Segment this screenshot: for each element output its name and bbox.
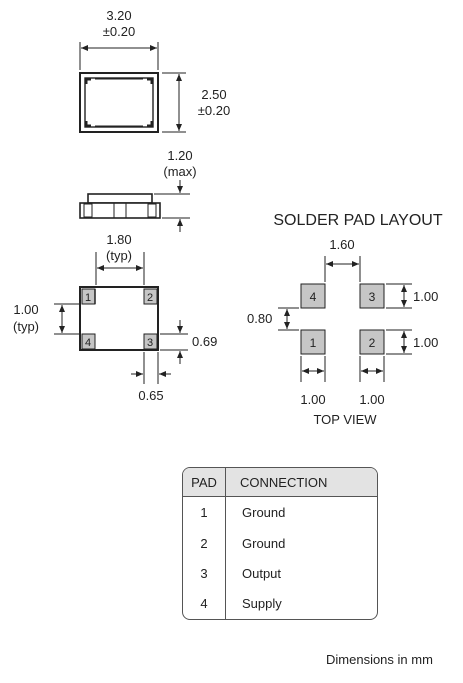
solder-gap-y-label: 0.80 <box>247 311 272 326</box>
pin-pitch-x-dimension: 1.80 (typ) <box>95 232 145 285</box>
table-cell-connection: Ground <box>242 504 286 520</box>
package-width-label: 2.50 <box>201 87 226 102</box>
solder-pad-label-2: 2 <box>369 336 376 350</box>
solder-pad-label-3: 3 <box>369 290 376 304</box>
table-cell-pad: 1 <box>183 496 226 528</box>
table-cell-connection: Output <box>242 565 282 581</box>
pin-pitch-y-label: 1.00 <box>13 302 38 317</box>
solder-pad-width-right-dimension: 1.00 <box>359 356 385 407</box>
table-cell-pad: 2 <box>183 527 226 559</box>
package-side-view <box>79 193 161 219</box>
package-height-dimension: 1.20 (max) <box>154 148 197 232</box>
package-length-tolerance: ±0.20 <box>103 24 135 39</box>
package-length-label: 3.20 <box>106 8 131 23</box>
pin-width-dimension: 0.65 <box>131 352 171 403</box>
table-cell-connection: Supply <box>242 596 282 612</box>
pin-pitch-y-note: (typ) <box>13 319 39 334</box>
top-view-label: TOP VIEW <box>313 412 377 427</box>
solder-pad-label-1: 1 <box>310 336 317 350</box>
pin-height-dimension: 0.69 <box>160 320 217 364</box>
package-length-dimension: 3.20 ±0.20 <box>79 8 159 70</box>
solder-pad-width-left-label: 1.00 <box>300 392 325 407</box>
package-width-tolerance: ±0.20 <box>198 103 230 118</box>
table-header-connection: CONNECTION <box>225 468 377 497</box>
table-row: 4 Supply <box>183 588 377 619</box>
package-height-label: 1.20 <box>167 148 192 163</box>
solder-pads: 4 3 1 2 <box>300 283 385 355</box>
pin-pitch-y-dimension: 1.00 (typ) <box>13 302 80 335</box>
package-height-note: (max) <box>163 164 196 179</box>
solder-pad-width-left-dimension: 1.00 <box>300 356 326 407</box>
solder-pad-width-right-label: 1.00 <box>359 392 384 407</box>
pin-label-3: 3 <box>147 337 153 349</box>
pin-label-2: 2 <box>147 292 153 304</box>
package-width-dimension: 2.50 ±0.20 <box>162 72 230 133</box>
solder-pad-title: SOLDER PAD LAYOUT <box>273 212 442 229</box>
table-header-row: PAD CONNECTION <box>183 468 377 497</box>
solder-pad-label-4: 4 <box>310 290 317 304</box>
table-row: 3 Output <box>183 558 377 589</box>
solder-pad-height-top-label: 1.00 <box>413 289 438 304</box>
pin-pitch-x-label: 1.80 <box>106 232 131 247</box>
table-row: 1 Ground <box>183 496 377 528</box>
solder-pad-height-bottom-label: 1.00 <box>413 335 438 350</box>
pin-connection-table: PAD CONNECTION 1 Ground 2 Ground 3 Outpu… <box>182 467 378 620</box>
solder-pad-height-bottom-dimension: 1.00 <box>386 329 438 355</box>
solder-gap-x-label: 1.60 <box>329 237 354 252</box>
pin-label-1: 1 <box>85 292 91 304</box>
table-cell-pad: 3 <box>183 558 226 589</box>
pin-pitch-x-note: (typ) <box>106 248 132 263</box>
pin-width-label: 0.65 <box>138 388 163 403</box>
table-cell-pad: 4 <box>183 588 226 619</box>
pin-label-4: 4 <box>85 337 91 349</box>
solder-pad-height-top-dimension: 1.00 <box>386 283 438 309</box>
table-row: 2 Ground <box>183 527 377 559</box>
pin-height-label: 0.69 <box>192 334 217 349</box>
units-footnote: Dimensions in mm <box>326 652 433 667</box>
package-bottom-view: 1 2 4 3 <box>79 286 159 351</box>
solder-gap-x-dimension: 1.60 <box>324 237 361 282</box>
package-top-view <box>79 72 159 133</box>
table-header-pad: PAD <box>183 468 226 497</box>
solder-gap-y-dimension: 0.80 <box>247 307 299 331</box>
table-cell-connection: Ground <box>242 535 286 551</box>
